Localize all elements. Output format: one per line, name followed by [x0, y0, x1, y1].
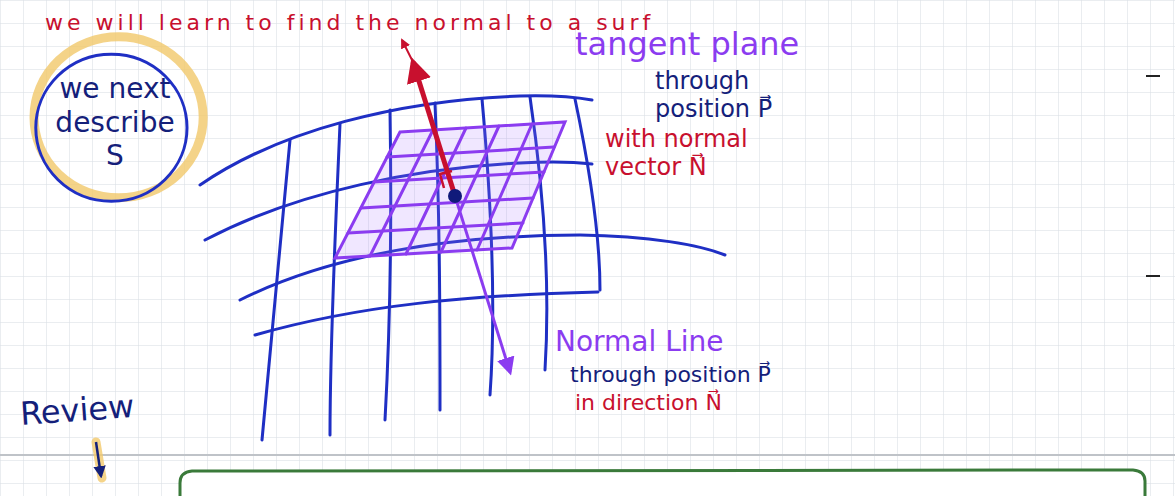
normal-line [455, 196, 510, 372]
surface-curve [262, 140, 290, 440]
surface-curve [575, 99, 600, 290]
normal-vector [413, 62, 455, 196]
line-label: Normal Line [555, 326, 724, 358]
point-p [448, 189, 462, 203]
right-angle-mark [440, 171, 452, 188]
review-box [180, 470, 1145, 496]
circled-note: we next describe S [25, 35, 205, 210]
node-text: we next describe S [45, 72, 185, 173]
plane-outline [335, 122, 565, 258]
line-note: in direction N⃗ [575, 390, 722, 415]
plane-grid [370, 130, 433, 256]
plane-grid [441, 126, 499, 252]
margin-mark [1146, 275, 1160, 277]
plane-note: through position P⃗ [655, 68, 830, 123]
tangent-plane [335, 122, 565, 258]
review-arrow [96, 442, 101, 476]
surface-curve [330, 124, 340, 435]
plane-grid [374, 172, 544, 182]
plane-grid [361, 198, 533, 208]
highlight-ring [34, 37, 203, 198]
plane-grid [477, 124, 532, 250]
margin-mark [1146, 75, 1160, 77]
plane-label: tangent plane [575, 26, 799, 63]
plane-grid [406, 128, 466, 254]
page-divider [0, 454, 1175, 456]
review-note: Review [19, 388, 135, 433]
plane-note: with normal vector N⃗ [605, 126, 800, 181]
plane-grid [348, 223, 523, 233]
heading-note: we will learn to find the normal to a su… [45, 10, 654, 35]
line-note: through position P⃗ [570, 362, 771, 387]
ink-circle [36, 54, 187, 201]
plane-grid [387, 147, 554, 157]
normal-line-extension [402, 40, 412, 60]
highlight-stroke [96, 442, 102, 478]
node-text-group: we next describe S [45, 72, 185, 173]
